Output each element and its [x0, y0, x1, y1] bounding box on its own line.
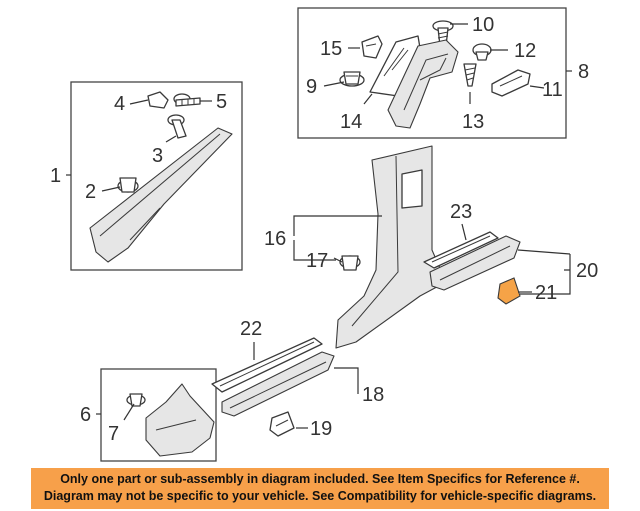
callout-labels: 1 2 3 4 5 6 7 8 9 10 11 12 13 14 15 16 1… [50, 14, 598, 445]
part-2-clip [117, 177, 139, 193]
callout-9: 9 [306, 76, 317, 98]
callout-19: 19 [310, 418, 332, 440]
disclaimer-line-1: Only one part or sub-assembly in diagram… [60, 472, 580, 486]
callout-13: 13 [462, 111, 484, 133]
callout-16: 16 [264, 228, 286, 250]
a-pillar-trim [89, 127, 233, 263]
callout-6: 6 [80, 404, 91, 426]
callout-10: 10 [472, 14, 494, 36]
part-9-clip [339, 71, 365, 87]
callout-1: 1 [50, 165, 61, 187]
part-3-fastener [167, 114, 187, 139]
part-18-sill-trim [221, 351, 335, 417]
callout-12: 12 [514, 40, 536, 62]
part-21-highlighted [497, 277, 521, 305]
part-7-clip [126, 393, 146, 407]
part-20-sill-trim [429, 235, 521, 291]
callout-7: 7 [108, 423, 119, 445]
part-15-clip [361, 35, 383, 59]
callout-23: 23 [450, 201, 472, 223]
disclaimer-banner: Only one part or sub-assembly in diagram… [31, 468, 609, 509]
callout-8: 8 [578, 61, 589, 83]
callout-15: 15 [320, 38, 342, 60]
group-box-1 [70, 81, 243, 271]
group-box-6 [100, 368, 217, 462]
part-12-cap [472, 43, 492, 61]
part-4-clip [147, 91, 169, 109]
leader-lines [66, 23, 572, 429]
b-pillar-lower-trim [335, 145, 447, 349]
callout-18: 18 [362, 384, 384, 406]
callout-3: 3 [152, 145, 163, 167]
part-11-cover [491, 69, 531, 97]
part-22-scuff-plate [211, 337, 323, 393]
callout-2: 2 [85, 181, 96, 203]
kick-panel [145, 383, 215, 457]
group-box-8 [297, 7, 567, 139]
part-5-bolt [173, 93, 201, 107]
callout-21: 21 [535, 282, 557, 304]
callout-20: 20 [576, 260, 598, 282]
part-23-scuff-plate [423, 231, 499, 269]
part-14-bracket [369, 35, 421, 97]
callout-4: 4 [114, 93, 125, 115]
callout-17: 17 [306, 250, 328, 272]
b-pillar-upper-trim [387, 39, 459, 129]
part-13-screw [463, 63, 477, 87]
part-17-clip [339, 255, 361, 271]
callout-14: 14 [340, 111, 362, 133]
disclaimer-line-2: Diagram may not be specific to your vehi… [43, 489, 597, 503]
callout-5: 5 [216, 91, 227, 113]
part-19-clip [269, 411, 295, 437]
callout-22: 22 [240, 318, 262, 340]
callout-11: 11 [542, 79, 563, 101]
